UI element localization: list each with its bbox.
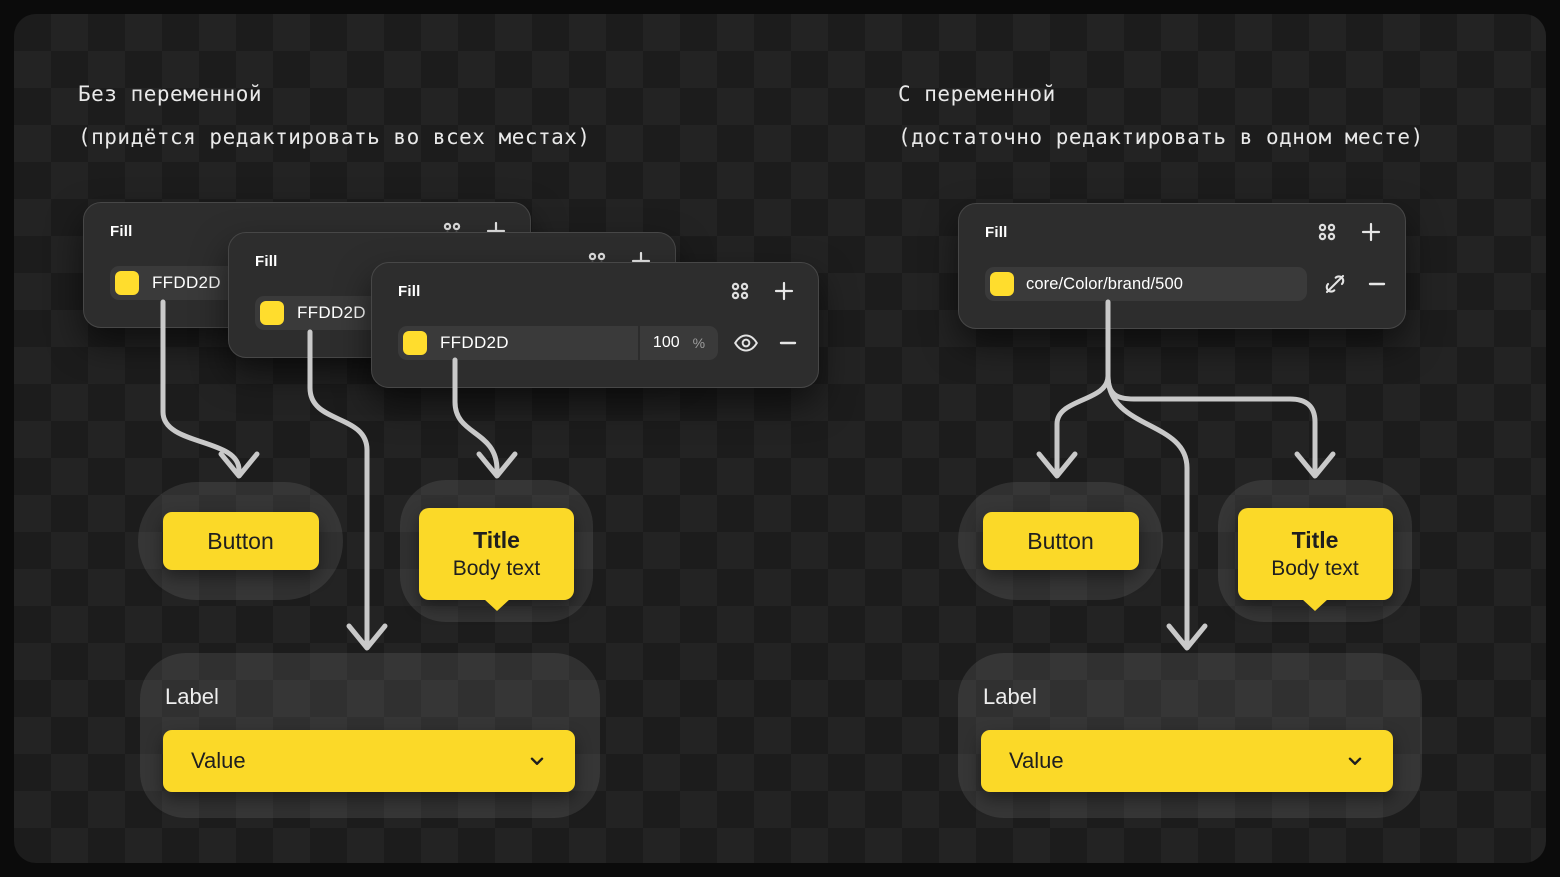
field-label: Label (165, 684, 219, 709)
field-label: Label (983, 684, 1037, 709)
tooltip-title: Title (1291, 527, 1339, 553)
tooltip-component-card: Title Body text (400, 480, 593, 622)
value-select[interactable]: Value (163, 730, 575, 792)
tooltip-component: Title Body text (1237, 508, 1393, 600)
tooltip-component: Title Body text (419, 508, 574, 600)
color-swatch[interactable] (115, 271, 139, 295)
value-select[interactable]: Value (981, 730, 1393, 792)
fill-panel-front: Fill FFDD2D 100% (371, 262, 819, 388)
color-swatch[interactable] (403, 331, 427, 355)
right-column-title: С переменной (898, 82, 1056, 106)
button-component[interactable]: Button (982, 512, 1139, 570)
variable-name: core/Color/brand/500 (1026, 274, 1184, 293)
button-component-card: Button (138, 482, 343, 600)
fill-hex-value: FFDD2D (297, 303, 366, 322)
fill-opacity-value[interactable]: 100 (652, 334, 680, 351)
plus-icon[interactable] (1357, 218, 1385, 246)
chevron-down-icon (1341, 747, 1369, 775)
styles-grid-icon[interactable] (1313, 218, 1341, 246)
select-value: Value (1009, 748, 1064, 773)
left-column-subtitle: (придётся редактировать во всех местах) (78, 125, 591, 149)
detach-variable-icon[interactable] (1321, 270, 1349, 298)
panel-title: Fill (398, 282, 421, 300)
select-component-card: Label Value (958, 653, 1422, 818)
tooltip-component-card: Title Body text (1218, 480, 1412, 622)
fill-hex-value: FFDD2D (152, 273, 221, 292)
styles-grid-icon[interactable] (726, 277, 754, 305)
right-column-subtitle: (достаточно редактировать в одном месте) (898, 125, 1424, 149)
panel-title: Fill (110, 222, 133, 240)
eye-icon[interactable] (732, 329, 760, 357)
left-column-title: Без переменной (78, 82, 263, 106)
button-component-card: Button (958, 482, 1163, 600)
select-component-card: Label Value (140, 653, 600, 818)
tooltip-body: Body text (452, 557, 541, 580)
panel-title: Fill (985, 223, 1008, 241)
color-swatch[interactable] (260, 301, 284, 325)
plus-icon[interactable] (770, 277, 798, 305)
fill-variable-field[interactable]: core/Color/brand/500 (985, 267, 1307, 301)
button-component[interactable]: Button (162, 512, 319, 570)
color-swatch[interactable] (990, 272, 1014, 296)
fill-hex-field[interactable]: FFDD2D 100% (398, 326, 718, 360)
fill-opacity-unit: % (692, 335, 706, 351)
fill-hex-value: FFDD2D (440, 333, 509, 352)
panel-title: Fill (255, 252, 278, 270)
minus-icon[interactable] (774, 329, 802, 357)
minus-icon[interactable] (1363, 270, 1391, 298)
tooltip-body: Body text (1271, 557, 1359, 580)
fill-panel-variable: Fill core/Color/brand/500 (958, 203, 1406, 329)
tooltip-title: Title (473, 527, 520, 553)
chevron-down-icon (523, 747, 551, 775)
select-value: Value (191, 748, 246, 773)
